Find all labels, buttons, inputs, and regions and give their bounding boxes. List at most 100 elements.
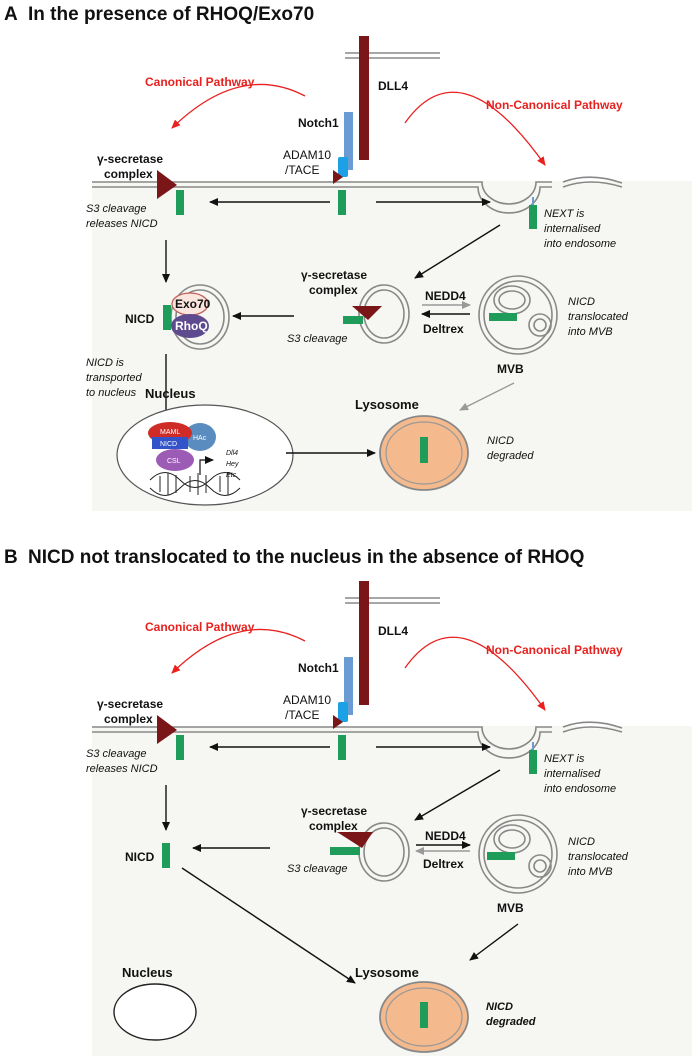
maml-label: MAML — [160, 429, 180, 436]
canonical-label: Canonical Pathway — [145, 620, 255, 634]
hac-protein — [184, 423, 216, 451]
gsec-label-1: γ-secretase — [97, 697, 163, 711]
s3-cleavage-label: S3 cleavage — [287, 333, 348, 345]
adam-label-1: ADAM10 — [283, 148, 331, 162]
nicd-fragment-center — [338, 190, 346, 215]
csl-protein — [156, 449, 194, 471]
mvb — [478, 814, 558, 894]
s3-release-1: S3 cleavage — [86, 748, 147, 760]
arrow-mvb-to-lysosome — [469, 923, 519, 961]
plasma-membrane — [92, 721, 623, 759]
transl-3: into MVB — [568, 326, 613, 338]
gamma-secretase-membrane — [157, 170, 177, 199]
endo-gsec-1: γ-secretase — [301, 804, 367, 818]
transl-3: into MVB — [568, 866, 613, 878]
dna-helix — [149, 472, 241, 496]
mvb — [478, 275, 558, 355]
nucleus — [116, 404, 294, 506]
s3-release-2: releases NICD — [86, 763, 158, 775]
transcription-arrow — [199, 456, 214, 475]
notch1-label: Notch1 — [298, 116, 339, 130]
lysosome-label: Lysosome — [355, 965, 419, 980]
nicd-cytoplasm — [162, 843, 170, 868]
rhoq-protein — [171, 314, 209, 338]
nicd-fragment-center — [338, 735, 346, 760]
noncanonical-label: Non-Canonical Pathway — [486, 643, 623, 657]
nicd-small-label: NICD — [160, 441, 177, 448]
next-text-3: into endosome — [544, 238, 616, 250]
endo-gsec-2: complex — [309, 819, 358, 833]
adam-label-2: /TACE — [285, 163, 319, 177]
gamma-secretase-endosome — [337, 832, 373, 848]
dll4-ligand — [359, 581, 369, 705]
endo-gsec-1: γ-secretase — [301, 268, 367, 282]
transl-2: translocated — [568, 851, 629, 863]
gamma-secretase-membrane — [157, 715, 177, 744]
transl-2: translocated — [568, 311, 629, 323]
degr-1: NICD — [487, 435, 514, 447]
arrow-nicd-to-lysosome — [181, 867, 356, 984]
s3-release-1: S3 cleavage — [86, 203, 147, 215]
canonical-arrow — [171, 83, 306, 129]
gamma-secretase-endosome — [352, 306, 382, 320]
nicd-lysosome — [420, 1002, 428, 1028]
next-text-1: NEXT is — [544, 208, 585, 220]
nicd-mvb — [489, 313, 517, 321]
hac-label: HAc — [193, 435, 207, 442]
degr-2: degraded — [486, 1016, 536, 1028]
s3-release-2: releases NICD — [86, 218, 158, 230]
notch1-receptor — [344, 112, 353, 170]
nicd-endosome — [343, 316, 363, 324]
nicd-cytoplasm — [163, 305, 171, 330]
notch1-label: Notch1 — [298, 661, 339, 675]
gsec-label-1: γ-secretase — [97, 152, 163, 166]
csl-label: CSL — [167, 458, 181, 465]
next-text-3: into endosome — [544, 783, 616, 795]
gene-3: Etc. — [226, 472, 238, 479]
adam10-tace — [338, 702, 348, 722]
mvb-label: MVB — [497, 901, 524, 915]
transl-1: NICD — [568, 296, 595, 308]
empty-nucleus — [113, 983, 197, 1041]
adam-label-1: ADAM10 — [283, 693, 331, 707]
canonical-arrow — [171, 628, 306, 674]
rhoq-label: RhoQ — [175, 319, 208, 333]
plasma-membrane — [92, 176, 623, 214]
next-text-2: internalised — [544, 223, 601, 235]
adam-cleavage-marker — [333, 170, 343, 184]
gene-2: Hey — [226, 461, 239, 468]
gsec-label-2: complex — [104, 167, 153, 181]
noncanonical-arrow — [404, 91, 546, 166]
panel-b-letter: B — [4, 547, 18, 568]
transp-1: NICD is — [86, 357, 124, 369]
dll4-label: DLL4 — [378, 79, 408, 93]
adam-label-2: /TACE — [285, 708, 319, 722]
nucleus-label: Nucleus — [122, 965, 173, 980]
nicd-nuclear — [152, 437, 188, 449]
panel-a-title: In the presence of RHOQ/Exo70 — [28, 4, 314, 25]
deltrex-label: Deltrex — [423, 322, 464, 336]
deltrex-label: Deltrex — [423, 857, 464, 871]
nicd-mvb — [487, 852, 515, 860]
lysosome-inner — [385, 421, 463, 485]
nicd-endosome — [330, 847, 360, 855]
degr-2: degraded — [487, 450, 534, 462]
lysosome-inner — [385, 987, 463, 1047]
nucleus-label: Nucleus — [145, 386, 196, 401]
adam10-tace — [338, 157, 348, 177]
transp-2: transported — [86, 372, 143, 384]
nedd4-label: NEDD4 — [425, 829, 466, 843]
nicd-label: NICD — [125, 850, 155, 864]
noncanonical-label: Non-Canonical Pathway — [486, 98, 623, 112]
nicd-fragment-left — [176, 190, 184, 215]
transl-1: NICD — [568, 836, 595, 848]
notch1-receptor — [344, 657, 353, 715]
nedd4-label: NEDD4 — [425, 289, 466, 303]
nicd-lysosome — [420, 437, 428, 463]
lysosome-label: Lysosome — [355, 397, 419, 412]
endo-gsec-2: complex — [309, 283, 358, 297]
panel-b: B NICD not translocated to the nucleus i… — [4, 547, 692, 1056]
canonical-label: Canonical Pathway — [145, 75, 255, 89]
arrow-to-endosome — [414, 769, 501, 821]
